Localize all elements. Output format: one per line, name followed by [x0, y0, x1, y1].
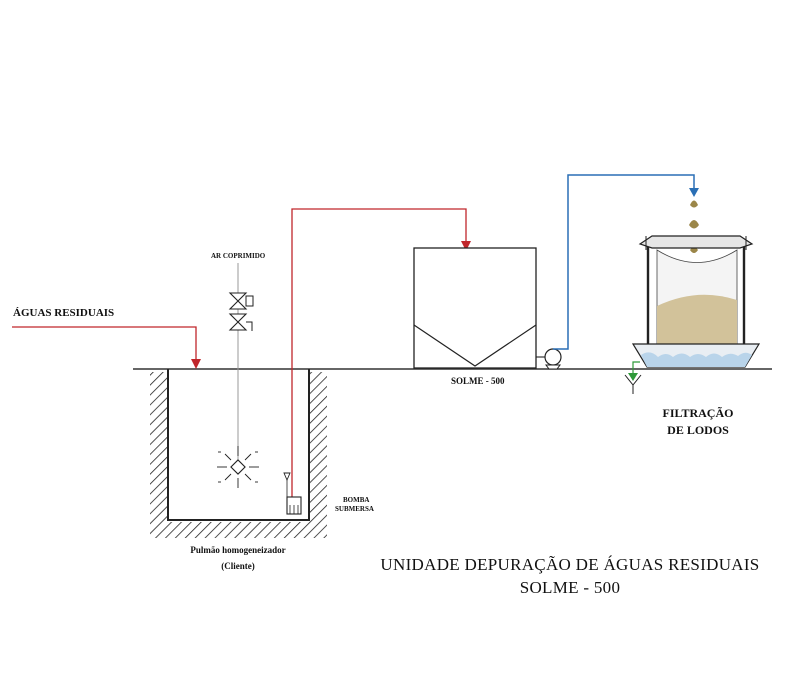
pump-label-line2: SUBMERSA [335, 505, 374, 513]
air-diffuser [217, 446, 259, 488]
homogenizer-pit [150, 369, 327, 538]
diagram-title-line2: SOLME - 500 [519, 578, 621, 597]
filtration-label-line1: FILTRAÇÃO [662, 406, 734, 420]
compressed-air-label: AR COPRIMIDO [211, 252, 266, 260]
submersible-pump [283, 472, 302, 515]
air-valve-upper [228, 292, 254, 310]
filtration-label-line2: DE LODOS [667, 423, 729, 437]
sludge-filter-bag [631, 235, 761, 368]
air-valve-lower [228, 313, 253, 331]
wastewater-label: ÁGUAS RESIDUAIS [13, 307, 115, 319]
sludge-transfer-line [553, 174, 699, 350]
solme-tank-label: SOLME - 500 [451, 376, 505, 386]
filtrate-outlet [624, 361, 642, 394]
homogenizer-label-line2: (Cliente) [221, 561, 255, 571]
homogenizer-label-line1: Pulmão homogeneizador [190, 545, 286, 555]
solme-tank [413, 247, 537, 369]
wastewater-inlet-line [12, 326, 201, 369]
pump-label-line1: BOMBA [343, 496, 370, 504]
sludge-pump [536, 348, 562, 370]
diagram-title-line1: UNIDADE DEPURAÇÃO DE ÁGUAS RESIDUAIS [380, 555, 760, 574]
pump-discharge-line [291, 208, 471, 497]
